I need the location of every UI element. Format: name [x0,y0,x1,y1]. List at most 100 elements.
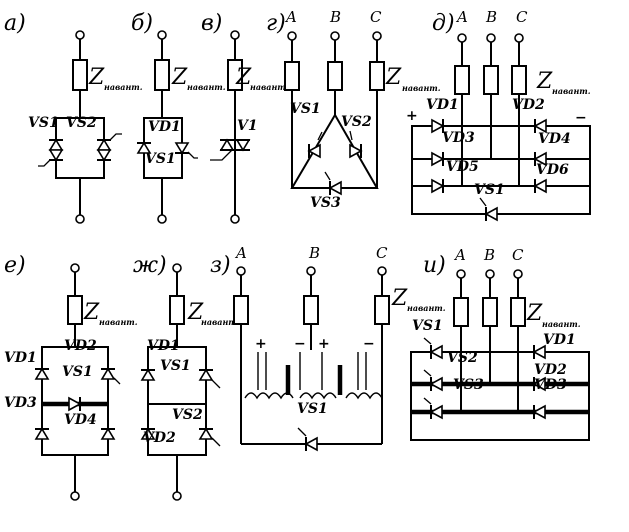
impedance-subscript: навант. [104,82,143,92]
triac-v1-symbol [219,139,235,151]
terminal-b [330,31,340,41]
thyristor-vs1-symbol [174,142,190,154]
load-resistor-c [511,65,527,95]
phase-b: B [329,8,341,26]
terminal [157,30,167,40]
label-vs1: VS1 [145,151,176,167]
label-vs2: VS2 [172,407,203,423]
minus-sign: − [363,336,375,352]
label-vs1: VS1 [297,401,328,417]
diode-vd3-symbol [34,428,50,440]
minus-sign: − [575,110,587,126]
terminal [230,214,240,224]
thyristor-vs1-symbol [100,368,116,380]
impedance-symbol: Z [526,301,543,326]
label-vd3: VD3 [534,377,567,393]
terminal [172,491,182,501]
terminal [75,214,85,224]
panel-label-v: в) [201,11,222,36]
label-vs1: VS1 [474,182,505,198]
label-vd4: VD4 [538,131,571,147]
label-vs2: VS2 [447,350,478,366]
impedance-subscript: навант. [407,303,446,313]
label-vd6: VD6 [536,162,569,178]
winding-lead [357,352,367,390]
label-vd2: VD2 [512,97,545,113]
impedance-subscript: навант. [552,86,591,96]
panel-label-z: з) [210,253,231,278]
impedance-subscript: навант. [250,82,289,92]
transformer-winding-c [345,392,383,400]
panel-z: з) A B C + − + − VS1 Z навант. [210,244,446,452]
phase-a: A [455,8,468,26]
impedance-symbol: Z [536,69,553,94]
triac-v1b-symbol [235,139,251,151]
terminal-c [514,33,524,43]
impedance-subscript: навант. [542,319,581,329]
load-resistor-c [510,297,526,327]
terminal-b [486,33,496,43]
load-resistor-b [303,295,319,325]
panel-v: в) V1 Z навант. [201,11,289,224]
terminal [70,263,80,273]
terminal-b [485,269,495,279]
label-vd1: VD1 [148,119,181,135]
label-vs2: VS2 [66,115,97,131]
panel-g: г) A B C VS1 VS2 VS3 Z навант. [266,8,441,211]
thyristor-vs2-symbol [96,139,112,151]
load-resistor-a [453,297,469,327]
winding-lead [299,352,323,390]
plus-sign: + [318,336,330,352]
label-vd2: VD2 [534,362,567,378]
panel-label-i: и) [423,253,446,278]
load-resistor-c [374,295,390,325]
panel-label-zh: ж) [133,253,167,278]
diode-vd5-symbol [431,151,444,167]
panel-b: б) VD1 VS1 Z навант. [131,11,226,224]
phase-a: A [453,246,466,264]
label-vd4: VD4 [64,412,97,428]
terminal [230,30,240,40]
transformer-winding-b [299,392,337,400]
label-vd3: VD3 [4,395,37,411]
impedance-symbol: Z [171,65,188,90]
diode-vd1-symbol [34,368,50,380]
terminal-c [372,31,382,41]
thyristor-vs2b-symbol [96,149,112,161]
thyristor-vs2-symbol [430,376,443,392]
impedance-symbol: Z [391,286,408,311]
terminal-b [306,266,316,276]
impedance-symbol: Z [187,300,204,325]
panel-d: д) A B C + − VD1 VD2 VD3 VD4 VD5 VD6 [406,8,591,222]
terminal-c [377,266,387,276]
thyristor-vs2-symbol [198,428,214,440]
plus-sign: + [255,336,267,352]
impedance-subscript: навант. [201,317,240,327]
minus-sign: − [294,336,306,352]
panel-zh: ж) VD1 VS1 VS2 VD2 Z навант. [133,253,240,501]
label-vs1: VS1 [160,358,191,374]
diode-vd1-symbol [140,369,156,381]
load-resistor-c [369,61,385,91]
terminal-a [457,33,467,43]
panel-a: а) VS1 VS2 Z навант. [4,11,143,224]
label-vd1: VD1 [543,332,576,348]
load-resistor-a [284,61,300,91]
terminal [157,214,167,224]
impedance-subscript: навант. [187,82,226,92]
panel-label-a: а) [4,11,26,36]
transformer-winding-a [244,392,294,400]
thyristor-vs3-symbol [329,180,342,196]
phase-a: A [284,8,297,26]
impedance-subscript: навант. [99,317,138,327]
bridge-outline [411,125,591,215]
label-vs1: VS1 [28,115,59,131]
thyristor-vs1-symbol [198,369,214,381]
load-resistor-b [327,61,343,91]
panel-label-g: г) [266,11,286,36]
terminal-a [236,266,246,276]
label-vs1: VS1 [412,318,443,334]
diode-vd2-symbol [534,178,547,194]
impedance-symbol: Z [88,65,105,90]
phase-b: B [308,244,320,262]
